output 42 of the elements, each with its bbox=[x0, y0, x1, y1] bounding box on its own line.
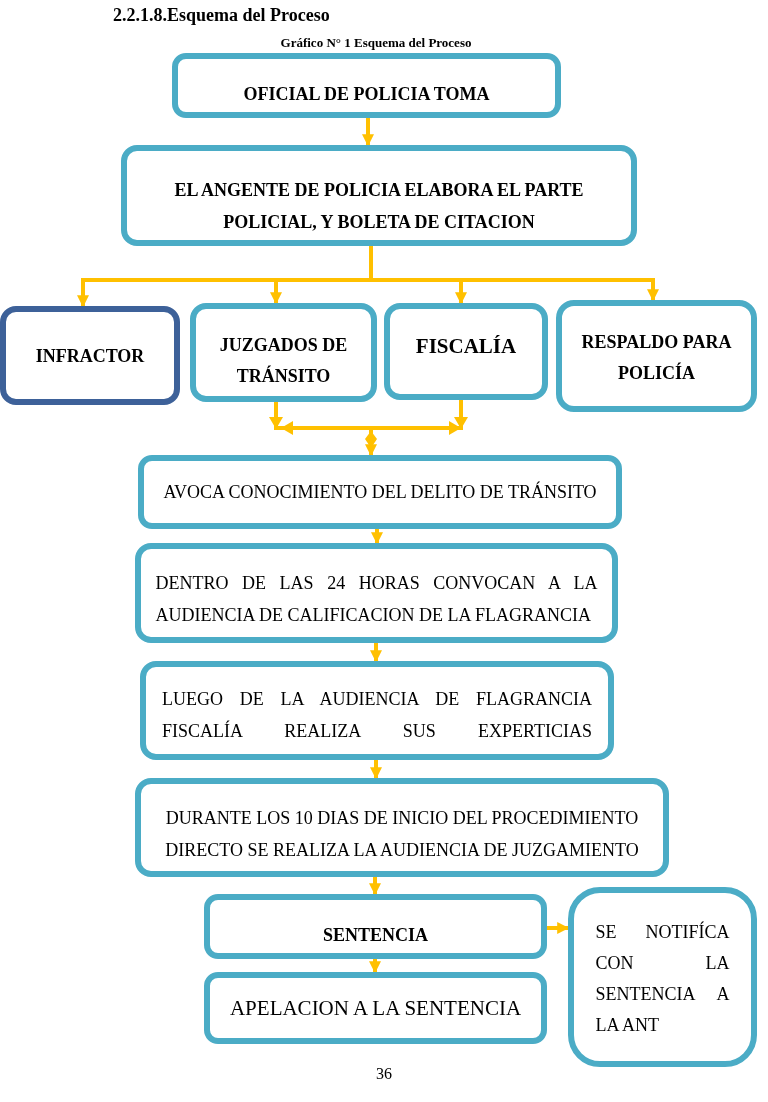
section-heading: 2.2.1.8.Esquema del Proceso bbox=[113, 4, 330, 27]
box-text: RESPALDO PARA POLICÍA bbox=[580, 331, 733, 385]
arrow bbox=[369, 877, 381, 896]
process-box bbox=[0, 306, 180, 405]
figure-caption: Gráfico N° 1 Esquema del Proceso bbox=[279, 34, 473, 52]
box-text: AVOCA CONOCIMIENTO DEL DELITO DE TRÁNSITO bbox=[163, 480, 597, 504]
box-text: LUEGO DE LA AUDIENCIA DE FLAGRANCIA FISCALÍA REALIZA SUS EXPERTICIAS bbox=[162, 687, 592, 743]
box-text: JUZGADOS DE TRÁNSITO bbox=[218, 333, 349, 388]
box-text: SE NOTIFÍCA CON LA SENTENCIA A LA ANT bbox=[595, 920, 730, 1037]
arrow bbox=[362, 118, 374, 147]
box-text: APELACION A LA SENTENCIA bbox=[229, 995, 522, 1022]
process-box bbox=[384, 303, 548, 400]
box-text: OFICIAL DE POLICIA TOMA bbox=[243, 82, 490, 106]
box-text: EL ANGENTE DE POLICIA ELABORA EL PARTE POLICIAL, Y BOLETA DE CITACION bbox=[173, 178, 585, 234]
process-box bbox=[140, 661, 614, 760]
process-box bbox=[204, 894, 547, 959]
arrow bbox=[647, 280, 659, 302]
box-text: SENTENCIA bbox=[323, 923, 428, 947]
process-box bbox=[138, 455, 622, 529]
box-text: FISCALÍA bbox=[415, 332, 517, 360]
process-box bbox=[556, 300, 757, 412]
arrow bbox=[370, 643, 382, 663]
arrow bbox=[369, 959, 381, 974]
arrow bbox=[365, 428, 377, 457]
arrow bbox=[455, 280, 467, 305]
process-box bbox=[204, 972, 547, 1044]
arrow bbox=[371, 400, 468, 435]
arrow bbox=[269, 402, 371, 435]
process-box bbox=[135, 543, 618, 643]
page-number: 36 bbox=[375, 1064, 393, 1084]
process-box bbox=[568, 887, 757, 1067]
arrow bbox=[370, 760, 382, 780]
arrow bbox=[270, 280, 282, 305]
process-box bbox=[135, 778, 669, 877]
arrow bbox=[547, 922, 570, 934]
process-box bbox=[172, 53, 561, 118]
box-text: DENTRO DE LAS 24 HORAS CONVOCAN A LA AUDIENCIA DE CALIFICACION DE LA FLAGRANCIA bbox=[155, 572, 598, 627]
box-text: DURANTE LOS 10 DIAS DE INICIO DEL PROCEDIMIENTO DIRECTO SE REALIZA LA AUDIENCIA DE JUZGAMIENTO bbox=[164, 806, 640, 862]
process-box bbox=[190, 303, 377, 402]
process-box bbox=[121, 145, 637, 246]
arrow bbox=[371, 529, 383, 545]
box-text: INFRACTOR bbox=[35, 344, 145, 368]
